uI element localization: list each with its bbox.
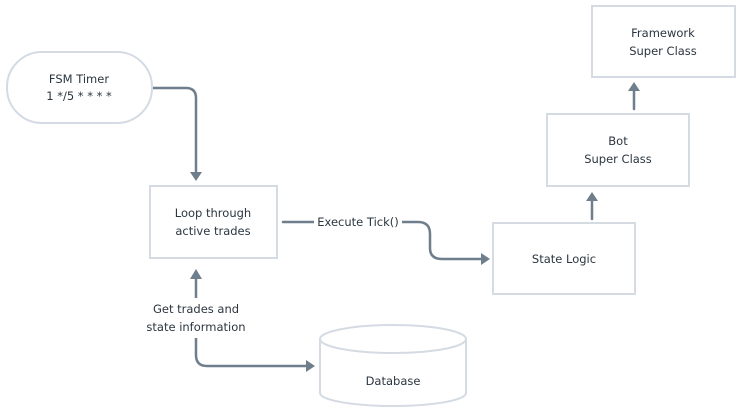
loop-label-line1: Loop through xyxy=(175,206,251,220)
node-bot-super-class: Bot Super Class xyxy=(546,113,690,187)
state-logic-label: State Logic xyxy=(532,252,596,266)
edge-label-execute-tick: Execute Tick() xyxy=(314,213,402,231)
bot-label-line2: Super Class xyxy=(584,152,652,166)
node-database: Database xyxy=(319,324,467,407)
fsm-timer-title: FSM Timer xyxy=(49,72,109,86)
edge-state-logic-to-bot xyxy=(586,192,598,221)
node-loop-active-trades: Loop through active trades xyxy=(149,185,278,259)
execute-tick-label: Execute Tick() xyxy=(317,215,398,229)
database-label: Database xyxy=(366,374,421,388)
edge-timer-to-loop xyxy=(150,86,202,181)
edge-database-to-loop xyxy=(190,269,315,372)
fsm-timer-cron: 1 */5 * * * * xyxy=(46,89,112,103)
get-trades-label-line2: state information xyxy=(146,320,245,334)
node-fsm-timer: FSM Timer 1 */5 * * * * xyxy=(6,51,153,124)
framework-label-line1: Framework xyxy=(631,26,695,40)
node-state-logic: State Logic xyxy=(492,222,636,295)
loop-label-line2: active trades xyxy=(175,224,250,238)
edge-loop-to-state-logic xyxy=(281,220,490,265)
edge-bot-to-framework xyxy=(628,82,640,111)
bot-label-line1: Bot xyxy=(608,134,628,148)
node-framework-super-class: Framework Super Class xyxy=(591,5,736,78)
framework-label-line2: Super Class xyxy=(629,44,697,58)
edge-label-get-trades: Get trades and state information xyxy=(142,298,250,338)
get-trades-label-line1: Get trades and xyxy=(153,302,239,316)
